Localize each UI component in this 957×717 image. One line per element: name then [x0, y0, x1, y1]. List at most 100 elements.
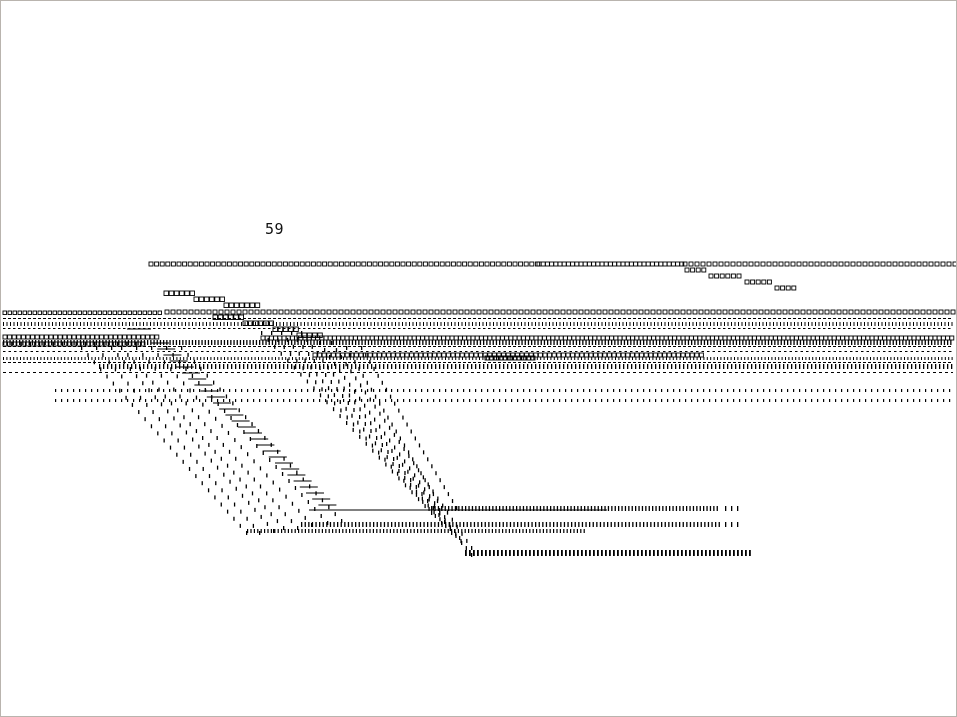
tick-mark	[363, 372, 366, 373]
box-glyph	[831, 335, 837, 341]
box-glyph	[698, 352, 704, 358]
tick-mark	[588, 318, 591, 319]
tick-mark	[132, 357, 134, 360]
tick-mark	[833, 346, 836, 347]
tick-mark	[338, 362, 341, 363]
tick-mark	[439, 364, 441, 369]
tick-mark	[602, 351, 605, 352]
tick-mark	[213, 372, 216, 373]
tick-mark	[384, 418, 386, 423]
tick-mark	[488, 529, 490, 533]
tick-mark	[3, 351, 6, 352]
tick-mark	[175, 389, 177, 392]
tick-mark	[370, 421, 372, 426]
tick-mark	[608, 351, 611, 352]
tick-mark	[811, 322, 813, 326]
tick-mark	[459, 351, 462, 352]
tick-mark	[941, 357, 943, 360]
tick-mark	[357, 420, 359, 425]
tick-mark	[249, 372, 252, 373]
tick-mark	[411, 490, 413, 495]
tick-mark	[327, 365, 329, 370]
box-glyph	[294, 261, 300, 267]
tick-mark	[784, 351, 787, 352]
tick-mark	[348, 346, 351, 347]
box-glyph	[602, 352, 608, 358]
tick-mark	[58, 346, 61, 347]
tick-mark	[767, 351, 770, 352]
tick-mark	[757, 389, 759, 392]
tick-mark	[444, 322, 445, 326]
tick-mark	[873, 372, 876, 373]
tick-mark	[556, 506, 559, 511]
tick-mark	[135, 357, 137, 360]
tick-mark	[781, 399, 783, 402]
tick-mark	[731, 506, 733, 511]
tick-mark	[613, 318, 616, 319]
tick-mark	[787, 399, 789, 402]
tick-mark	[693, 362, 696, 363]
tick-mark	[745, 351, 748, 352]
tick-mark	[270, 442, 272, 447]
tick-mark	[681, 550, 683, 556]
tick-mark	[579, 372, 582, 373]
tick-mark	[904, 357, 905, 360]
box-glyph	[170, 261, 176, 267]
tick-mark	[707, 364, 709, 369]
tick-mark	[8, 362, 11, 363]
tick-mark	[828, 318, 831, 319]
box-glyph	[77, 310, 82, 315]
tick-mark	[783, 322, 785, 326]
box-glyph	[760, 335, 766, 341]
tick-mark	[577, 357, 579, 360]
tick-mark	[549, 550, 551, 556]
tick-mark	[918, 328, 921, 329]
tick-mark	[571, 364, 573, 369]
tick-mark	[177, 408, 179, 413]
tick-mark	[457, 529, 459, 533]
tick-mark	[793, 346, 796, 347]
tick-mark	[433, 399, 435, 402]
tick-mark	[198, 346, 201, 347]
tick-mark	[398, 328, 401, 329]
tick-mark	[289, 399, 291, 402]
tick-mark	[553, 506, 555, 511]
tick-mark	[438, 318, 441, 319]
box-glyph	[662, 352, 668, 358]
tick-mark	[297, 372, 300, 373]
tick-mark	[627, 372, 630, 373]
tick-mark	[391, 389, 393, 392]
tick-mark	[657, 322, 659, 326]
box-glyph	[386, 335, 392, 341]
tick-mark	[273, 328, 276, 329]
tick-mark	[364, 403, 366, 408]
tick-mark	[806, 351, 809, 352]
tick-mark	[762, 322, 764, 326]
tick-mark	[328, 505, 330, 510]
tick-mark	[748, 362, 751, 363]
box-glyph	[662, 309, 668, 315]
box-glyph	[373, 335, 379, 341]
tick-mark	[888, 318, 891, 319]
tick-mark	[708, 318, 711, 319]
box-glyph	[630, 335, 636, 341]
tick-mark	[813, 372, 816, 373]
tick-mark	[448, 357, 450, 360]
tick-mark	[148, 359, 150, 364]
tick-mark	[313, 389, 315, 392]
tick-mark	[937, 389, 939, 392]
tick-mark	[177, 438, 179, 443]
tick-mark	[688, 318, 691, 319]
tick-mark	[465, 351, 468, 352]
tick-mark	[901, 389, 903, 392]
tick-mark	[568, 346, 571, 347]
tick-mark	[296, 359, 298, 364]
tick-mark	[88, 346, 91, 347]
tick-mark	[725, 506, 727, 511]
box-glyph	[896, 309, 902, 315]
tick-mark	[308, 346, 311, 347]
box-glyph	[516, 335, 522, 341]
tick-mark	[301, 529, 303, 533]
tick-mark	[111, 372, 114, 373]
box-glyph	[608, 309, 614, 315]
